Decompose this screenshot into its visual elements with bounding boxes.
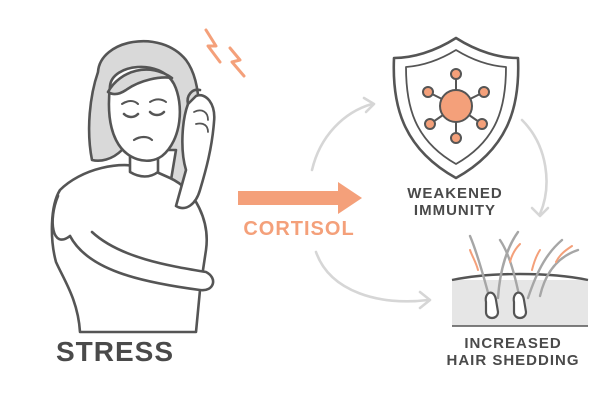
cycle-arrows	[310, 96, 550, 310]
cortisol-arrow	[238, 182, 362, 214]
hair-label-line1: INCREASED	[464, 335, 562, 352]
lightning-bolt-icon	[204, 28, 246, 78]
immunity-label-line1: WEAKENED	[407, 185, 503, 202]
immunity-label-line2: IMMUNITY	[413, 201, 497, 219]
weakened-immunity-label: WEAKENED IMMUNITY	[395, 185, 515, 220]
stress-label: STRESS	[55, 336, 175, 367]
hair-shedding-label: INCREASED HAIR SHEDDING	[433, 335, 593, 370]
hair-label-line2: HAIR SHEDDING	[446, 351, 580, 369]
stressed-woman-icon	[50, 39, 216, 334]
cortisol-label: CORTISOL	[243, 218, 355, 240]
hair-follicle-icon	[451, 230, 589, 327]
shield-virus-icon	[392, 36, 520, 180]
